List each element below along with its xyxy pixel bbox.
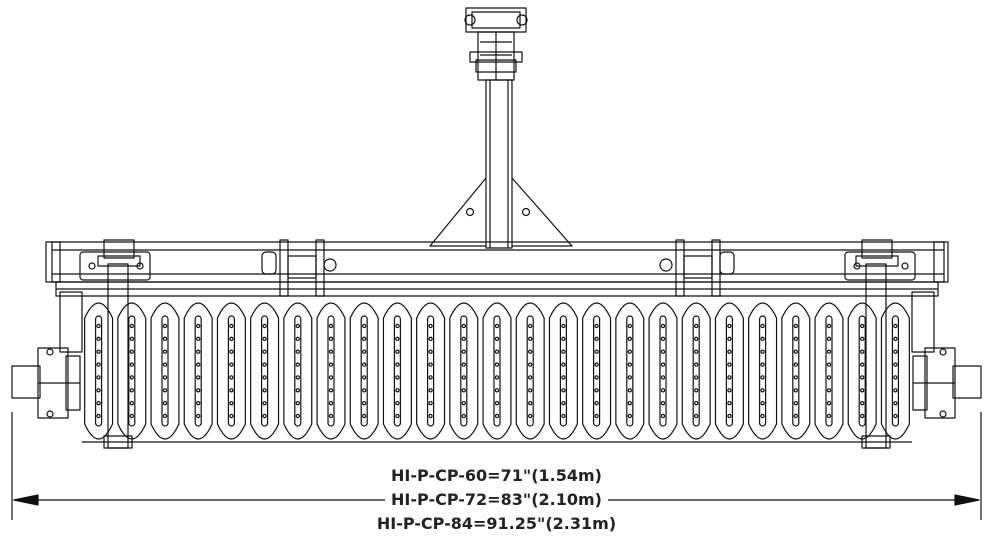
left-bearing (11, 347, 81, 419)
disc (880, 302, 910, 440)
disc (150, 302, 180, 440)
dimension-label-60: HI-P-CP-60=71"(1.54m) (0, 466, 993, 486)
dimension-label-84: HI-P-CP-84=91.25"(2.31m) (0, 514, 993, 534)
disc (416, 302, 446, 440)
disc (250, 302, 280, 440)
side-posts (97, 239, 899, 449)
disc (681, 302, 711, 440)
disc (283, 302, 313, 440)
disc (515, 302, 545, 440)
disc (781, 302, 811, 440)
disc (449, 302, 479, 440)
main-frame (45, 241, 949, 353)
clamp-brackets (261, 239, 735, 297)
disc (648, 302, 678, 440)
disc-gang (82, 302, 912, 443)
disc (714, 302, 744, 440)
disc (582, 302, 612, 440)
disc (382, 302, 412, 440)
disc (117, 302, 147, 440)
disc (216, 302, 246, 440)
disc (814, 302, 844, 440)
dimension-label-72: HI-P-CP-72=83"(2.10m) (0, 490, 993, 510)
disc (615, 302, 645, 440)
disc (84, 302, 114, 440)
hitch-mast (429, 7, 573, 249)
disc (748, 302, 778, 440)
disc (847, 302, 877, 440)
disc (548, 302, 578, 440)
right-bearing (912, 347, 982, 419)
disc (482, 302, 512, 440)
disc (349, 302, 379, 440)
disc (316, 302, 346, 440)
disc (183, 302, 213, 440)
